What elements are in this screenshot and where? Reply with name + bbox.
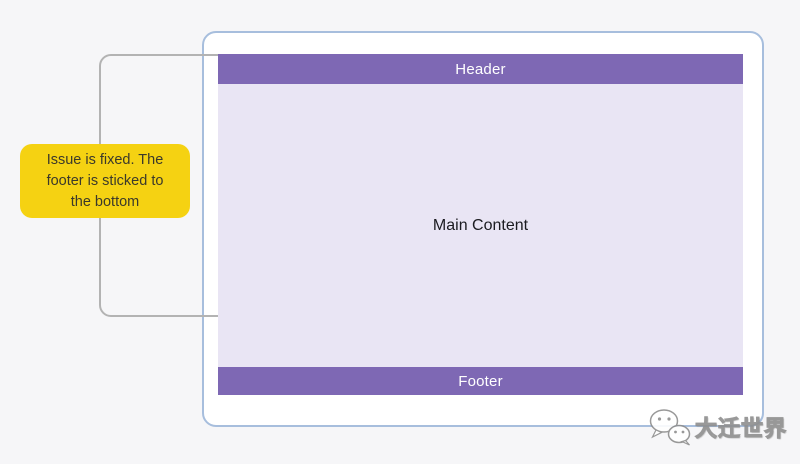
callout-line-3: the bottom [70,193,140,210]
callout-line-2: footer is sticked to [46,172,164,189]
watermark: 大迁世界 [648,408,787,446]
footer-bar: Footer [218,367,743,395]
main-content-label: Main Content [432,216,529,234]
watermark-text: 大迁世界 [694,416,788,442]
header-label: Header [455,60,506,78]
header-bar: Header [218,54,743,84]
wechat-icon [648,408,692,446]
annotation-callout: Issue is fixed. The footer is sticked to… [20,144,190,218]
footer-label: Footer [458,372,503,390]
callout-line-1: Issue is fixed. The [46,151,164,168]
main-content-panel: Main Content [218,84,743,367]
